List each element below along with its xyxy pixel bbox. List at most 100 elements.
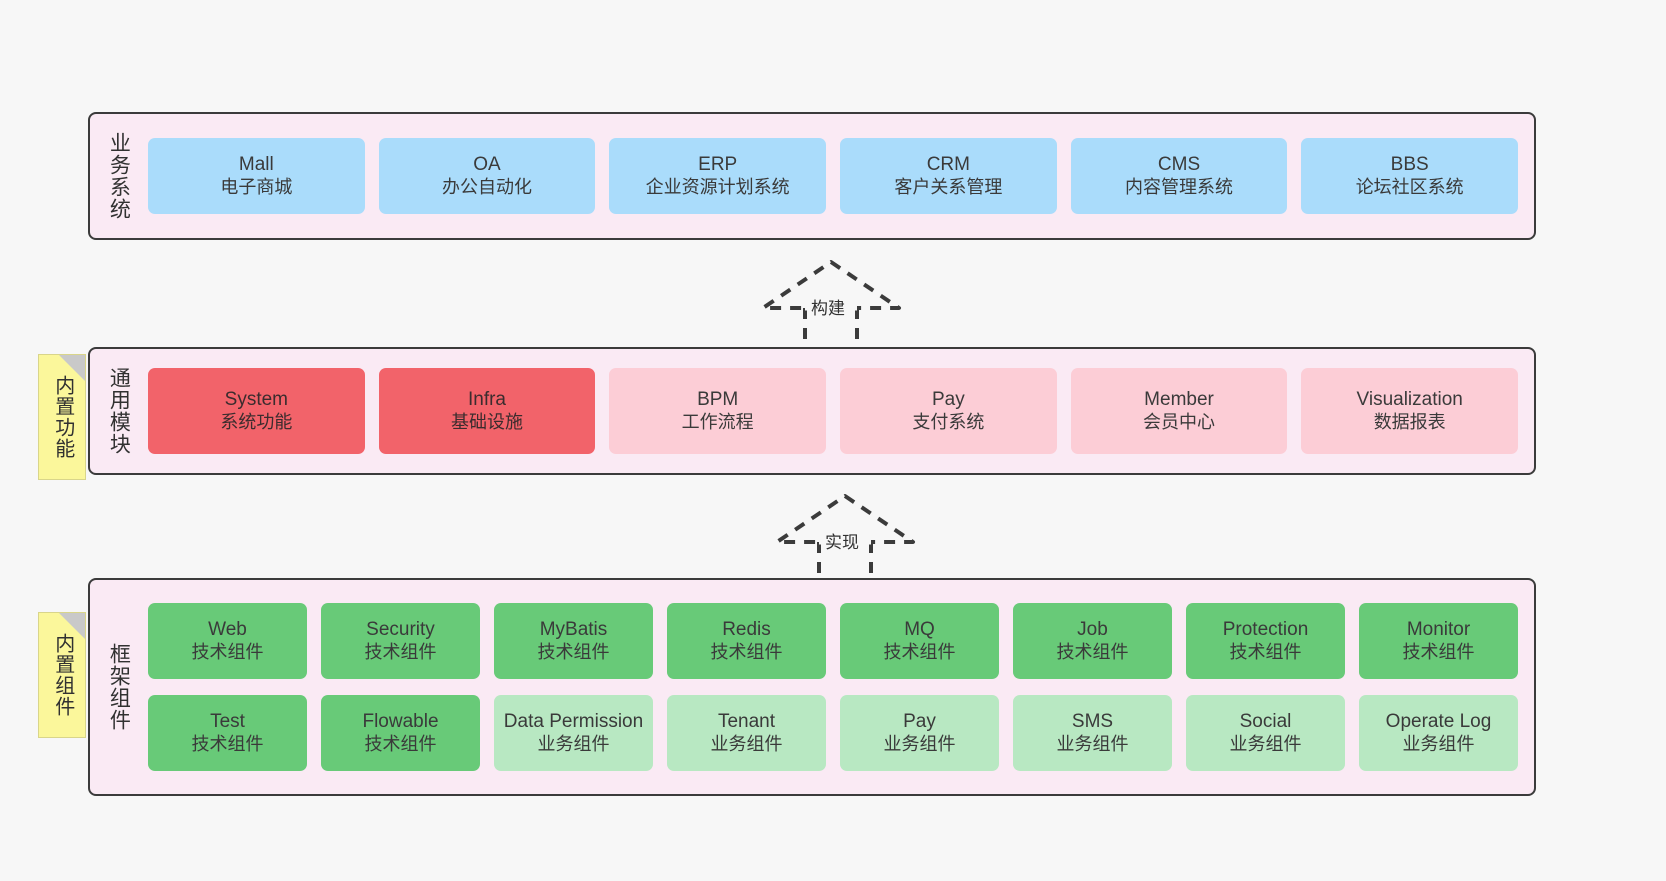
note-builtin-component-label: 内置组件 — [51, 633, 74, 717]
card-data-permission-cn: 业务组件 — [537, 733, 610, 754]
card-social-cn: 业务组件 — [1229, 733, 1302, 754]
card-tenant[interactable]: Tenant 业务组件 — [667, 695, 826, 771]
card-pay-component-en: Pay — [903, 711, 936, 733]
layer-title-common-module: 通用模块 — [107, 367, 131, 455]
connector-build: 构建 — [758, 258, 904, 346]
card-visualization-cn: 数据报表 — [1373, 411, 1446, 432]
card-web-cn: 技术组件 — [191, 641, 264, 662]
card-mall-en: Mall — [238, 154, 274, 176]
card-mybatis-cn: 技术组件 — [537, 641, 610, 662]
card-redis-en: Redis — [722, 619, 771, 641]
card-mq-en: MQ — [904, 619, 935, 641]
card-flowable[interactable]: Flowable 技术组件 — [321, 695, 480, 771]
card-bpm-en: BPM — [697, 389, 739, 411]
card-sms[interactable]: SMS 业务组件 — [1013, 695, 1172, 771]
card-erp[interactable]: ERP 企业资源计划系统 — [609, 138, 827, 214]
card-oa[interactable]: OA 办公自动化 — [378, 138, 596, 214]
card-erp-cn: 企业资源计划系统 — [645, 176, 790, 197]
card-test[interactable]: Test 技术组件 — [148, 695, 307, 771]
framework-row-business: Test 技术组件 Flowable 技术组件 Data Permission … — [148, 695, 1518, 771]
card-monitor-cn: 技术组件 — [1402, 641, 1475, 662]
card-security[interactable]: Security 技术组件 — [321, 603, 480, 679]
card-redis-cn: 技术组件 — [710, 641, 783, 662]
card-visualization[interactable]: Visualization 数据报表 — [1301, 368, 1519, 454]
note-builtin-function: 内置功能 — [38, 354, 86, 480]
card-infra-en: Infra — [467, 389, 507, 411]
layer-common-module: 通用模块 System 系统功能 Infra 基础设施 BPM 工作流程 Pay… — [88, 347, 1536, 475]
card-mall[interactable]: Mall 电子商城 — [148, 138, 365, 214]
card-oa-cn: 办公自动化 — [442, 176, 532, 197]
card-web[interactable]: Web 技术组件 — [148, 603, 307, 679]
card-erp-en: ERP — [698, 154, 738, 176]
card-member[interactable]: Member 会员中心 — [1070, 368, 1288, 454]
card-tenant-en: Tenant — [717, 711, 776, 733]
layer-body-framework-component: Web 技术组件 Security 技术组件 MyBatis 技术组件 Redi… — [140, 580, 1534, 794]
card-pay-component-cn: 业务组件 — [883, 733, 956, 754]
card-mq[interactable]: MQ 技术组件 — [840, 603, 999, 679]
card-visualization-en: Visualization — [1356, 389, 1463, 411]
card-member-en: Member — [1144, 389, 1214, 411]
card-crm-en: CRM — [926, 154, 970, 176]
card-mybatis[interactable]: MyBatis 技术组件 — [494, 603, 653, 679]
card-test-cn: 技术组件 — [191, 733, 264, 754]
connector-implement-label: 实现 — [825, 533, 859, 552]
card-system[interactable]: System 系统功能 — [148, 368, 365, 454]
card-job-cn: 技术组件 — [1056, 641, 1129, 662]
card-oa-en: OA — [473, 154, 501, 176]
card-cms-en: CMS — [1157, 154, 1201, 176]
card-tenant-cn: 业务组件 — [710, 733, 783, 754]
layer-business-system: 业务系统 Mall 电子商城 OA 办公自动化 ERP 企业资源计划系统 CRM… — [88, 112, 1536, 240]
layer-body-business-system: Mall 电子商城 OA 办公自动化 ERP 企业资源计划系统 CRM 客户关系… — [140, 114, 1534, 238]
card-monitor[interactable]: Monitor 技术组件 — [1359, 603, 1518, 679]
card-mybatis-en: MyBatis — [539, 619, 608, 641]
note-builtin-function-label: 内置功能 — [51, 375, 74, 459]
card-cms[interactable]: CMS 内容管理系统 — [1070, 138, 1288, 214]
card-protection-en: Protection — [1222, 619, 1309, 641]
card-monitor-en: Monitor — [1406, 619, 1471, 641]
card-infra[interactable]: Infra 基础设施 — [378, 368, 596, 454]
card-bbs[interactable]: BBS 论坛社区系统 — [1301, 138, 1519, 214]
card-redis[interactable]: Redis 技术组件 — [667, 603, 826, 679]
card-test-en: Test — [210, 711, 245, 733]
card-infra-cn: 基础设施 — [451, 411, 523, 432]
card-pay-module-en: Pay — [931, 389, 965, 411]
card-pay-component[interactable]: Pay 业务组件 — [840, 695, 999, 771]
card-flowable-en: Flowable — [362, 711, 439, 733]
layer-title-business-system: 业务系统 — [107, 132, 131, 220]
card-bpm[interactable]: BPM 工作流程 — [609, 368, 827, 454]
card-operate-log[interactable]: Operate Log 业务组件 — [1359, 695, 1518, 771]
card-pay-module-cn: 支付系统 — [912, 411, 985, 432]
card-crm-cn: 客户关系管理 — [894, 176, 1003, 197]
card-data-permission-en: Data Permission — [503, 711, 644, 733]
connector-implement: 实现 — [772, 492, 918, 580]
card-bbs-cn: 论坛社区系统 — [1355, 176, 1464, 197]
card-job[interactable]: Job 技术组件 — [1013, 603, 1172, 679]
layer-body-common-module: System 系统功能 Infra 基础设施 BPM 工作流程 Pay 支付系统… — [140, 349, 1534, 473]
card-operate-log-en: Operate Log — [1385, 711, 1492, 733]
card-pay-module[interactable]: Pay 支付系统 — [840, 368, 1057, 454]
card-social[interactable]: Social 业务组件 — [1186, 695, 1345, 771]
card-system-en: System — [224, 389, 289, 411]
card-crm[interactable]: CRM 客户关系管理 — [840, 138, 1057, 214]
card-bpm-cn: 工作流程 — [681, 411, 754, 432]
layer-title-framework-component: 框架组件 — [107, 643, 131, 731]
card-member-cn: 会员中心 — [1143, 411, 1216, 432]
layer-framework-component: 框架组件 Web 技术组件 Security 技术组件 MyBatis 技术组件… — [88, 578, 1536, 796]
card-sms-en: SMS — [1071, 711, 1114, 733]
card-operate-log-cn: 业务组件 — [1402, 733, 1475, 754]
card-mall-cn: 电子商城 — [220, 176, 293, 197]
card-system-cn: 系统功能 — [220, 411, 293, 432]
connector-build-label: 构建 — [811, 299, 845, 318]
framework-row-technical: Web 技术组件 Security 技术组件 MyBatis 技术组件 Redi… — [148, 603, 1518, 679]
card-security-en: Security — [366, 619, 435, 641]
note-builtin-component: 内置组件 — [38, 612, 86, 738]
card-flowable-cn: 技术组件 — [364, 733, 437, 754]
card-social-en: Social — [1239, 711, 1292, 733]
card-protection[interactable]: Protection 技术组件 — [1186, 603, 1345, 679]
card-data-permission[interactable]: Data Permission 业务组件 — [494, 695, 653, 771]
card-protection-cn: 技术组件 — [1229, 641, 1302, 662]
card-security-cn: 技术组件 — [364, 641, 437, 662]
card-cms-cn: 内容管理系统 — [1125, 176, 1234, 197]
card-mq-cn: 技术组件 — [883, 641, 956, 662]
